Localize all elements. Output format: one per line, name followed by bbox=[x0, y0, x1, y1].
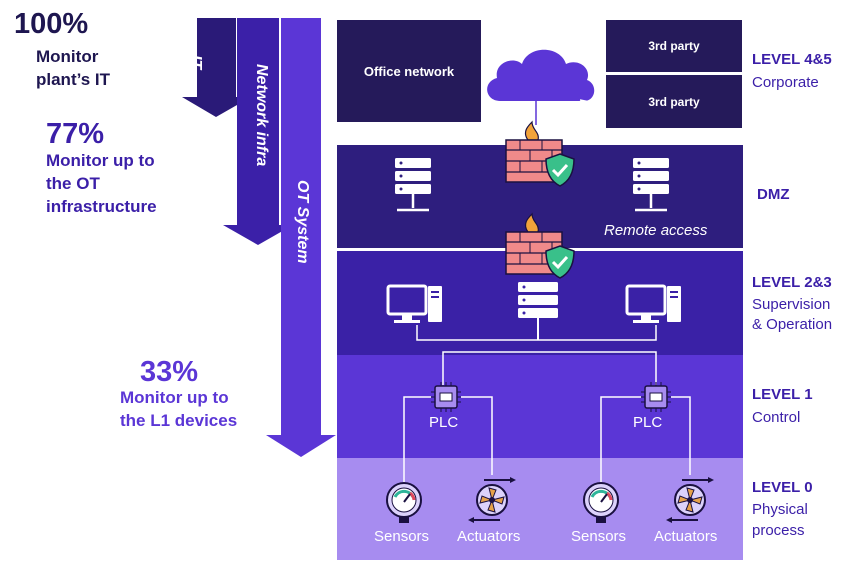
level-45-title: LEVEL 4&5 bbox=[752, 51, 832, 68]
stat-it-label-1: Monitor bbox=[36, 47, 99, 66]
actuators-label-right: Actuators bbox=[654, 528, 718, 545]
server-icon bbox=[633, 158, 669, 212]
gauge-icon bbox=[386, 482, 422, 523]
firewall-icon bbox=[505, 120, 563, 183]
it-arrow bbox=[182, 18, 251, 117]
office-network-label: Office network bbox=[363, 63, 455, 79]
fan-actuator-icon bbox=[666, 477, 714, 523]
stat-l1-label-2: the L1 devices bbox=[120, 411, 238, 430]
server-icon bbox=[395, 158, 431, 212]
stat-l1-percent: 33% bbox=[140, 356, 199, 388]
level-1-sub: Control bbox=[752, 409, 801, 426]
remote-access-label: Remote access bbox=[604, 222, 708, 239]
stat-it-percent: 100% bbox=[14, 8, 89, 40]
level-0-title: LEVEL 0 bbox=[752, 479, 813, 496]
shield-check-icon bbox=[545, 245, 575, 279]
plc-chip-icon bbox=[641, 382, 671, 412]
level-23-sub-2: & Operation bbox=[752, 316, 833, 333]
stat-network-label-3: infrastructure bbox=[46, 197, 157, 216]
server-icon bbox=[518, 282, 558, 318]
plc-label-left: PLC bbox=[429, 414, 459, 431]
third-party-box-2: 3rd party bbox=[606, 75, 742, 128]
third-party-label-1: 3rd party bbox=[648, 39, 700, 53]
stat-network-label-1: Monitor up to bbox=[46, 151, 155, 170]
level-23-title: LEVEL 2&3 bbox=[752, 274, 832, 291]
dmz-title: DMZ bbox=[757, 186, 790, 203]
third-party-box-1: 3rd party bbox=[606, 20, 742, 72]
stat-l1-label-1: Monitor up to bbox=[120, 388, 229, 407]
computer-icon bbox=[625, 284, 681, 323]
computer-icon bbox=[386, 284, 442, 323]
level-45-sub: Corporate bbox=[752, 74, 819, 91]
ot-arrow bbox=[266, 18, 336, 457]
shield-check-icon bbox=[545, 153, 575, 187]
actuators-label-left: Actuators bbox=[457, 528, 521, 545]
stat-network-label-2: the OT bbox=[46, 174, 100, 193]
level-0-sub-1: Physical bbox=[752, 501, 808, 518]
gauge-icon bbox=[583, 482, 619, 523]
fan-actuator-icon bbox=[468, 477, 516, 523]
network-arrow bbox=[223, 18, 293, 245]
sensors-label-right: Sensors bbox=[571, 528, 627, 545]
cloud-icon bbox=[487, 49, 595, 101]
stat-it-label-2: plant’s IT bbox=[36, 70, 110, 89]
level-1-title: LEVEL 1 bbox=[752, 386, 813, 403]
plc-label-right: PLC bbox=[633, 414, 663, 431]
plc-chip-icon bbox=[431, 382, 461, 412]
level-0-sub-2: process bbox=[752, 522, 805, 539]
stat-network-percent: 77% bbox=[46, 118, 105, 150]
sensors-label-left: Sensors bbox=[374, 528, 430, 545]
level-23-sub-1: Supervision bbox=[752, 296, 831, 313]
third-party-label-2: 3rd party bbox=[648, 94, 700, 109]
office-network-box: Office network bbox=[337, 20, 481, 122]
